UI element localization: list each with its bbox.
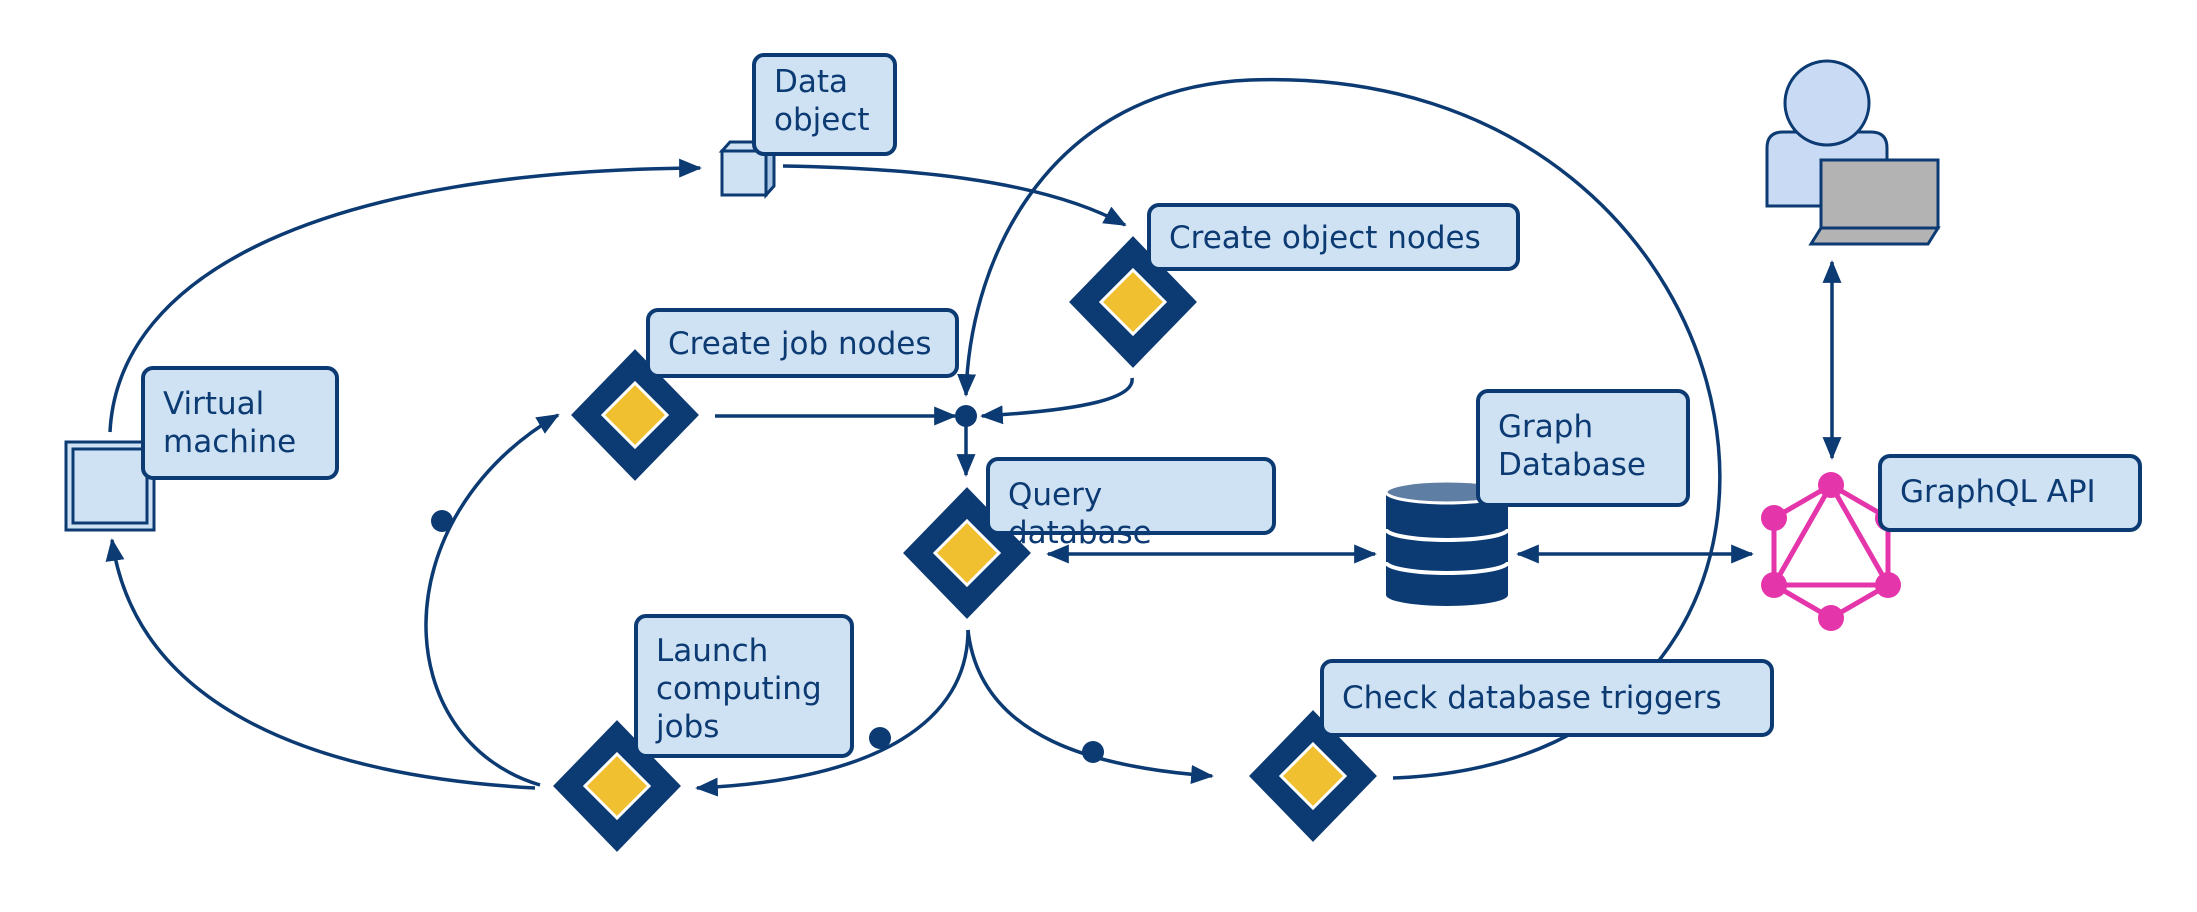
label-graphql-api: GraphQL API xyxy=(1878,454,2142,532)
label-virtual-machine: Virtual machine xyxy=(141,366,339,480)
connectors xyxy=(105,78,1842,797)
user-with-laptop-icon[interactable] xyxy=(1765,59,1941,246)
edge-data-object-to-create-object-nodes xyxy=(782,164,1127,227)
junction-dot xyxy=(1082,741,1104,763)
junction-dot xyxy=(431,510,453,532)
edge-launch-jobs-to-create-job-nodes xyxy=(424,413,560,787)
edge-query-to-launch-jobs xyxy=(695,629,970,797)
junction-dot xyxy=(869,727,891,749)
label-data-object: Data object xyxy=(752,53,897,156)
junction-dots xyxy=(431,405,1104,763)
edge-create-object-nodes-to-junction xyxy=(980,377,1134,425)
edge-trigger-loop-to-junction xyxy=(957,78,1722,780)
junction-dot xyxy=(955,405,977,427)
label-graph-database: Graph Database xyxy=(1476,389,1690,507)
edge-launch-jobs-to-vm xyxy=(105,538,536,790)
label-create-object-nodes: Create object nodes xyxy=(1147,203,1520,271)
label-launch-computing-jobs: Launch computing jobs xyxy=(634,614,854,758)
label-query-database: Query database xyxy=(986,457,1276,551)
edge-vm-to-data-object xyxy=(108,158,702,433)
virtual-machine-box-icon[interactable] xyxy=(64,440,156,532)
label-create-job-nodes: Create job nodes xyxy=(646,308,959,378)
edge-query-to-check-triggers xyxy=(966,629,1214,784)
label-check-database-triggers: Check database triggers xyxy=(1320,659,1774,737)
